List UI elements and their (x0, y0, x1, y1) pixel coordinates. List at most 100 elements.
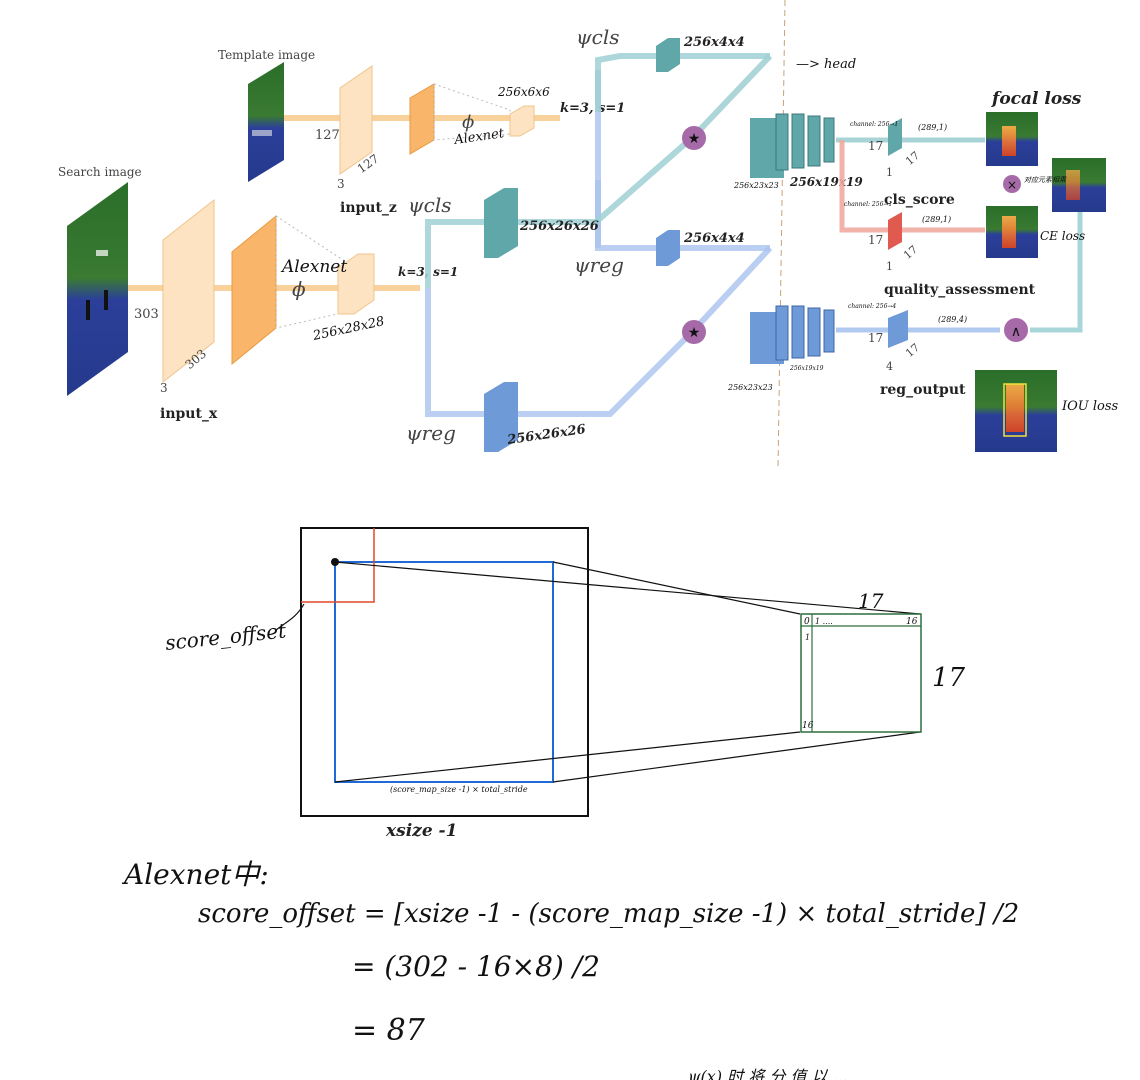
z-cls-to-corr (691, 53, 773, 139)
grid-col-one: 1 (805, 633, 810, 642)
z-cls-path (595, 53, 770, 112)
input-x-label: input_x (160, 406, 218, 422)
svg-text:×: × (1007, 178, 1017, 192)
proj-line-top-left (334, 561, 921, 615)
stack-out-reg: 256x19x19 (789, 365, 824, 372)
cls-1: 1 (886, 166, 893, 179)
proj-line-bottom-right (552, 731, 921, 783)
combined-heatmap-thumb (1052, 158, 1106, 212)
qa-17-a: 17 (868, 233, 883, 247)
xsize-outer-box (300, 527, 589, 817)
stack-in-reg: 256x23x23 (727, 383, 773, 392)
feat-cls-x-label: 256x26x26 (519, 219, 599, 234)
reg-17-b: 17 (903, 341, 922, 360)
x-dim-a: 303 (134, 307, 159, 322)
z-feature-dim: 256x6x6 (497, 85, 550, 99)
proj-line-top-right (552, 561, 801, 615)
z-reg-path (595, 180, 770, 251)
cls-channel-note: channel: 256→1 (850, 121, 898, 128)
x-reg-path (425, 288, 697, 417)
qa-output-line (839, 140, 985, 233)
formula-line-3: = 87 (352, 1013, 426, 1048)
cls-x-cube (484, 188, 518, 258)
cls-z-cube (656, 38, 680, 72)
z-dim-a: 127 (315, 128, 340, 143)
multiply-note: 对应元素相乘 (1024, 176, 1067, 184)
feat-cls-z-label: 256x4x4 (683, 35, 745, 50)
ce-loss-label: CE loss (1040, 229, 1085, 243)
grid-size-right: 17 (932, 663, 966, 693)
k3s1-top: k=3, s=1 (560, 101, 625, 116)
cls-correlation-op: ★ (682, 126, 706, 150)
cls-17-b: 17 (903, 149, 922, 168)
z-feature-cube (509, 105, 535, 137)
reg-head-stack (750, 305, 835, 364)
search-image-label: Search image (58, 165, 142, 179)
grid-zero: 0 (804, 617, 810, 627)
score-offset-label: score_offset (164, 618, 288, 655)
cls-score-slab (888, 118, 902, 156)
z-conv-slab (409, 83, 435, 155)
head-label: —> head (796, 57, 856, 72)
template-image-label: Template image (218, 48, 315, 62)
elementwise-multiply-op: × (1003, 175, 1021, 193)
x-proj-lines (275, 215, 347, 329)
stack-out-cls: 256x19x19 (789, 175, 863, 189)
qa-channel-note: channel: 256→1 (844, 201, 892, 208)
qa-1: 1 (886, 260, 893, 273)
alexnet-note: Alexnet中: (121, 858, 269, 891)
grid-size-top: 17 (858, 589, 884, 613)
combine-line (1030, 210, 1083, 333)
svg-text:★: ★ (688, 325, 701, 341)
reg-channel-note: channel: 256→4 (848, 303, 896, 310)
focal-loss-label: focal loss (991, 89, 1082, 109)
z-dim-c: 3 (337, 177, 345, 191)
input-z-label: input_z (340, 200, 397, 216)
qa-slab (888, 212, 902, 250)
grid-one-row: 1 .... (815, 617, 833, 626)
stack-in-cls: 256x23x23 (733, 181, 779, 190)
alexnet-x-label: Alexnet (280, 257, 347, 277)
reg-slab (888, 310, 908, 348)
grid-col-sixteen: 16 (802, 721, 814, 731)
psi-reg-z: ψreg (574, 253, 624, 277)
iou-loss-label: IOU loss (1061, 399, 1119, 414)
x-feature-dim: 256x28x28 (311, 314, 386, 344)
offset-red-box (301, 528, 375, 603)
reg-output-label: reg_output (880, 382, 966, 398)
cut-off-text: ψ(x) 时 将 分 值 以 ... (688, 1067, 848, 1080)
reg-shape-label: (289,4) (938, 315, 967, 324)
cls-shape-label: (289,1) (918, 123, 947, 132)
svg-text:∧: ∧ (1011, 324, 1021, 340)
feat-reg-z-label: 256x4x4 (683, 231, 745, 246)
cls-score-label: cls_score (884, 192, 955, 208)
qa-heatmap-thumb (986, 206, 1038, 258)
cls-heatmap-thumb (986, 112, 1038, 166)
phi-symbol-x: ϕ (292, 277, 306, 301)
reg-correlation-op: ★ (682, 320, 706, 344)
proj-line-bottom-left (334, 731, 801, 783)
svg-text:★: ★ (688, 131, 701, 147)
head-divider (777, 0, 786, 469)
reg-z-cube (656, 230, 680, 266)
xsize-label: xsize -1 (385, 821, 457, 841)
x-cls-path (425, 133, 696, 288)
cls-head-stack (750, 113, 835, 178)
input-x-slab (162, 198, 215, 384)
logical-and-op: ∧ (1004, 318, 1028, 342)
x-feature-cube (337, 253, 375, 315)
formula-line-2: = (302 - 16×8) /2 (352, 950, 600, 983)
cls-17-a: 17 (868, 139, 883, 153)
input-z-slab (339, 65, 373, 175)
psi-reg-x: ψreg (406, 421, 456, 445)
reg-x-cube (484, 382, 518, 452)
alexnet-z-label: Alexnet (452, 126, 505, 148)
z-reg-to-corr (691, 245, 773, 333)
phi-symbol-z: ϕ (462, 112, 474, 133)
psi-cls-x: ψcls (408, 193, 452, 217)
template-image-thumbnail (248, 62, 284, 182)
qa-17-b: 17 (901, 243, 920, 262)
qa-shape-label: (289,1) (922, 215, 951, 224)
reg-4: 4 (886, 360, 893, 373)
